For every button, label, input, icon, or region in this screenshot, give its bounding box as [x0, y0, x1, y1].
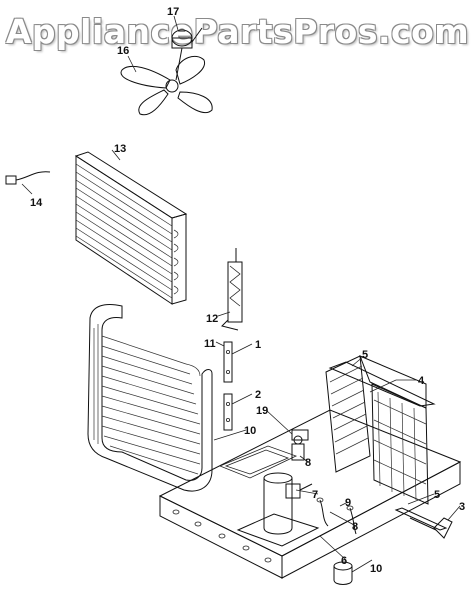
callout-5-top: 5	[362, 349, 368, 361]
callout-18: 17	[167, 6, 179, 18]
callout-5-bottom: 5	[434, 489, 440, 501]
base-pan[interactable]	[158, 409, 462, 579]
wire-harness[interactable]	[5, 171, 51, 185]
suction-tube[interactable]	[316, 497, 329, 527]
callout-10: 9	[345, 497, 351, 509]
mounting-rail[interactable]	[328, 361, 448, 531]
callout-2: 2	[255, 389, 261, 401]
compressor[interactable]	[236, 472, 320, 547]
watermark-logo: AppliancePartsPros.com	[5, 12, 470, 51]
callout-12: 10	[244, 425, 256, 437]
callout-17: 16	[117, 45, 129, 57]
callout-3: 3	[459, 501, 465, 513]
bracket-1[interactable]	[223, 341, 233, 383]
callout-15: 13	[114, 143, 126, 155]
bracket-2[interactable]	[223, 393, 233, 431]
callout-16: 14	[30, 197, 43, 209]
callout-11: 10	[370, 563, 382, 575]
callout-4: 4	[418, 375, 425, 387]
callout-1: 1	[255, 339, 261, 351]
evaporator-coil[interactable]	[325, 355, 429, 505]
callout-6: 6	[341, 555, 347, 567]
clip[interactable]	[409, 517, 453, 539]
discharge-tube[interactable]	[346, 505, 357, 535]
overload[interactable]	[291, 429, 309, 441]
mounting-foot[interactable]	[333, 561, 353, 585]
fan-blade[interactable]	[120, 55, 213, 116]
callout-14: 12	[206, 313, 218, 325]
condenser-coil[interactable]	[74, 151, 188, 305]
fan-motor[interactable]	[171, 27, 203, 81]
leader-lines	[21, 15, 461, 573]
callout-7: 7	[312, 489, 318, 501]
callout-9: 8	[352, 521, 358, 533]
capillary-assembly[interactable]	[221, 248, 243, 331]
callout-8: 8	[305, 457, 311, 469]
wraparound-coil[interactable]	[87, 304, 213, 492]
callout-19: 19	[256, 405, 268, 417]
callout-labels: 17 16 13 14 12 11 1 2 19 10 5 4 8 7 9 8 …	[30, 6, 465, 575]
callout-13: 11	[204, 338, 216, 350]
